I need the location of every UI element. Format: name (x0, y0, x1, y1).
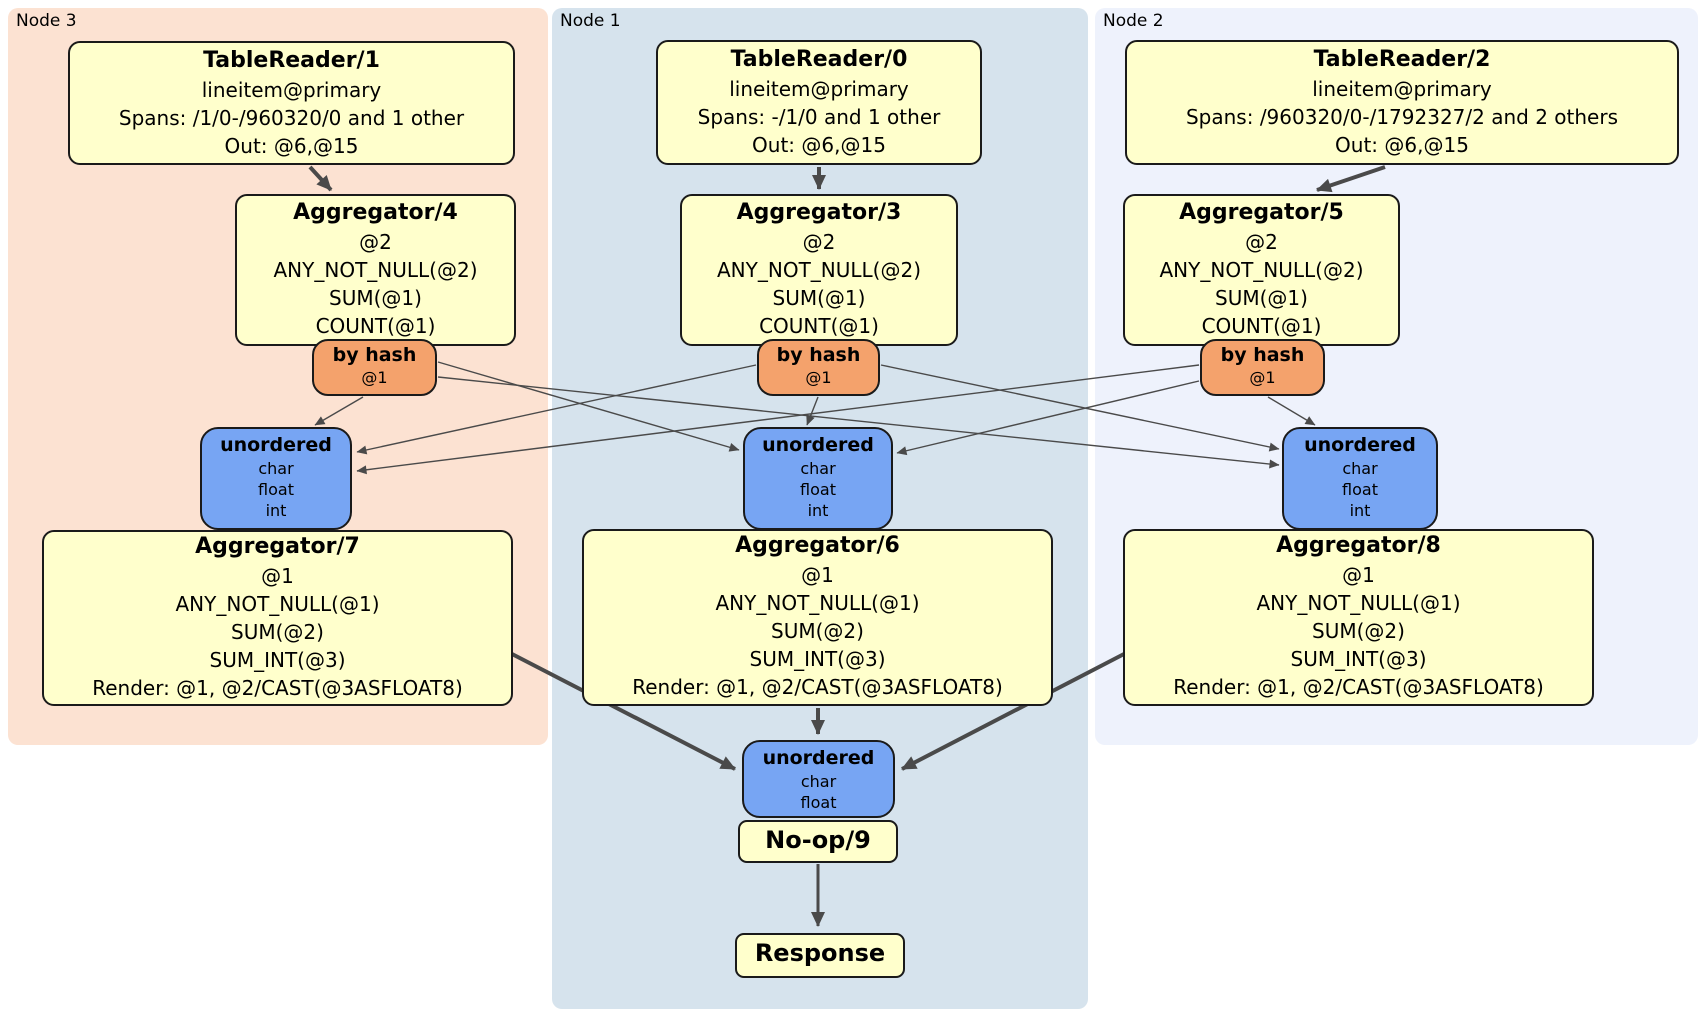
unordered-sync-final: unordered char float (742, 740, 895, 818)
unordered-sync-node1: unordered char float int (743, 427, 893, 530)
sync-type: char (800, 459, 836, 478)
box-line: Spans: /1/0-/960320/0 and 1 other (118, 106, 465, 130)
sync-type: int (1349, 501, 1371, 520)
router-title: by hash (332, 344, 417, 366)
box-line: SUM(@1) (329, 286, 422, 310)
unordered-sync-node2: unordered char float int (1282, 427, 1438, 530)
box-line: @1 (261, 564, 294, 588)
box-line: @2 (802, 230, 836, 254)
box-line: ANY_NOT_NULL(@1) (175, 592, 380, 616)
node-2-label: Node 2 (1103, 11, 1164, 31)
box-line: Render: @1, @2/CAST(@3ASFLOAT8) (92, 676, 463, 700)
box-title: Aggregator/5 (1179, 200, 1344, 225)
box-title: Response (754, 939, 886, 967)
box-line: Spans: /960320/0-/1792327/2 and 2 others (1185, 105, 1618, 129)
hash-router-node2: by hash @1 (1200, 339, 1325, 396)
box-title: Aggregator/8 (1276, 533, 1441, 558)
sync-title: unordered (762, 747, 875, 769)
aggregator-8-box: Aggregator/8 @1 ANY_NOT_NULL(@1) SUM(@2)… (1123, 529, 1594, 706)
box-title: Aggregator/3 (736, 200, 902, 225)
box-line: ANY_NOT_NULL(@1) (1256, 591, 1461, 615)
hash-router-node3: by hash @1 (312, 339, 437, 396)
sync-type: int (265, 501, 287, 520)
box-line: SUM(@1) (772, 286, 866, 310)
box-line: SUM(@1) (1215, 286, 1308, 310)
box-line: COUNT(@1) (315, 314, 436, 338)
box-title: Aggregator/6 (735, 533, 900, 558)
node-3-label: Node 3 (16, 11, 77, 31)
router-arg: @1 (805, 368, 832, 387)
box-line: Render: @1, @2/CAST(@3ASFLOAT8) (1173, 675, 1544, 699)
aggregator-4-box: Aggregator/4 @2 ANY_NOT_NULL(@2) SUM(@1)… (235, 194, 516, 346)
noop-9-box: No-op/9 (738, 820, 898, 863)
aggregator-7-box: Aggregator/7 @1 ANY_NOT_NULL(@1) SUM(@2)… (42, 530, 513, 706)
box-line: @1 (801, 563, 834, 587)
box-line: @2 (1245, 230, 1278, 254)
tablereader-1-box: TableReader/1 lineitem@primary Spans: /1… (68, 41, 515, 165)
box-line: Out: @6,@15 (1335, 133, 1469, 157)
box-title: TableReader/0 (730, 47, 908, 72)
box-line: Spans: -/1/0 and 1 other (697, 105, 941, 129)
box-line: Out: @6,@15 (752, 133, 886, 157)
router-arg: @1 (1249, 368, 1276, 387)
response-box: Response (735, 933, 905, 978)
box-line: SUM_INT(@3) (209, 648, 346, 672)
box-title: Aggregator/7 (195, 534, 360, 559)
box-line: SUM(@2) (1312, 619, 1405, 643)
sync-type: float (800, 480, 836, 499)
box-line: SUM_INT(@3) (749, 647, 886, 671)
sync-type: char (258, 459, 294, 478)
node-1-label: Node 1 (560, 11, 621, 31)
box-line: Out: @6,@15 (224, 134, 359, 158)
aggregator-6-box: Aggregator/6 @1 ANY_NOT_NULL(@1) SUM(@2)… (582, 529, 1053, 706)
box-line: lineitem@primary (1312, 77, 1492, 101)
box-line: SUM(@2) (231, 620, 324, 644)
box-line: ANY_NOT_NULL(@2) (717, 258, 921, 282)
sync-type: int (807, 501, 829, 520)
box-title: TableReader/2 (1313, 47, 1491, 72)
box-line: ANY_NOT_NULL(@1) (715, 591, 920, 615)
box-title: Aggregator/4 (293, 200, 458, 225)
sync-title: unordered (1304, 434, 1416, 456)
box-line: Render: @1, @2/CAST(@3ASFLOAT8) (632, 675, 1003, 699)
aggregator-3-box: Aggregator/3 @2 ANY_NOT_NULL(@2) SUM(@1)… (680, 194, 958, 346)
sync-title: unordered (220, 434, 332, 456)
router-title: by hash (1220, 344, 1305, 366)
sync-type: float (800, 793, 837, 812)
router-arg: @1 (361, 368, 388, 387)
box-line: SUM(@2) (771, 619, 864, 643)
tablereader-0-box: TableReader/0 lineitem@primary Spans: -/… (656, 40, 982, 165)
box-line: @1 (1342, 563, 1375, 587)
sync-type: float (1342, 480, 1378, 499)
router-title: by hash (776, 344, 861, 366)
box-line: SUM_INT(@3) (1290, 647, 1427, 671)
box-line: lineitem@primary (729, 77, 909, 101)
box-line: @2 (359, 230, 392, 254)
sync-title: unordered (762, 434, 874, 456)
box-line: ANY_NOT_NULL(@2) (1159, 258, 1364, 282)
box-title: No-op/9 (765, 826, 871, 854)
box-line: lineitem@primary (201, 78, 382, 102)
tablereader-2-box: TableReader/2 lineitem@primary Spans: /9… (1125, 40, 1679, 165)
box-line: COUNT(@1) (759, 314, 879, 338)
box-line: COUNT(@1) (1201, 314, 1322, 338)
unordered-sync-node3: unordered char float int (200, 427, 352, 530)
aggregator-5-box: Aggregator/5 @2 ANY_NOT_NULL(@2) SUM(@1)… (1123, 194, 1400, 346)
box-title: TableReader/1 (203, 48, 380, 73)
sync-type: char (800, 772, 837, 791)
box-line: ANY_NOT_NULL(@2) (273, 258, 478, 282)
hash-router-node1: by hash @1 (757, 339, 880, 396)
sync-type: char (1342, 459, 1378, 478)
sync-type: float (258, 480, 294, 499)
